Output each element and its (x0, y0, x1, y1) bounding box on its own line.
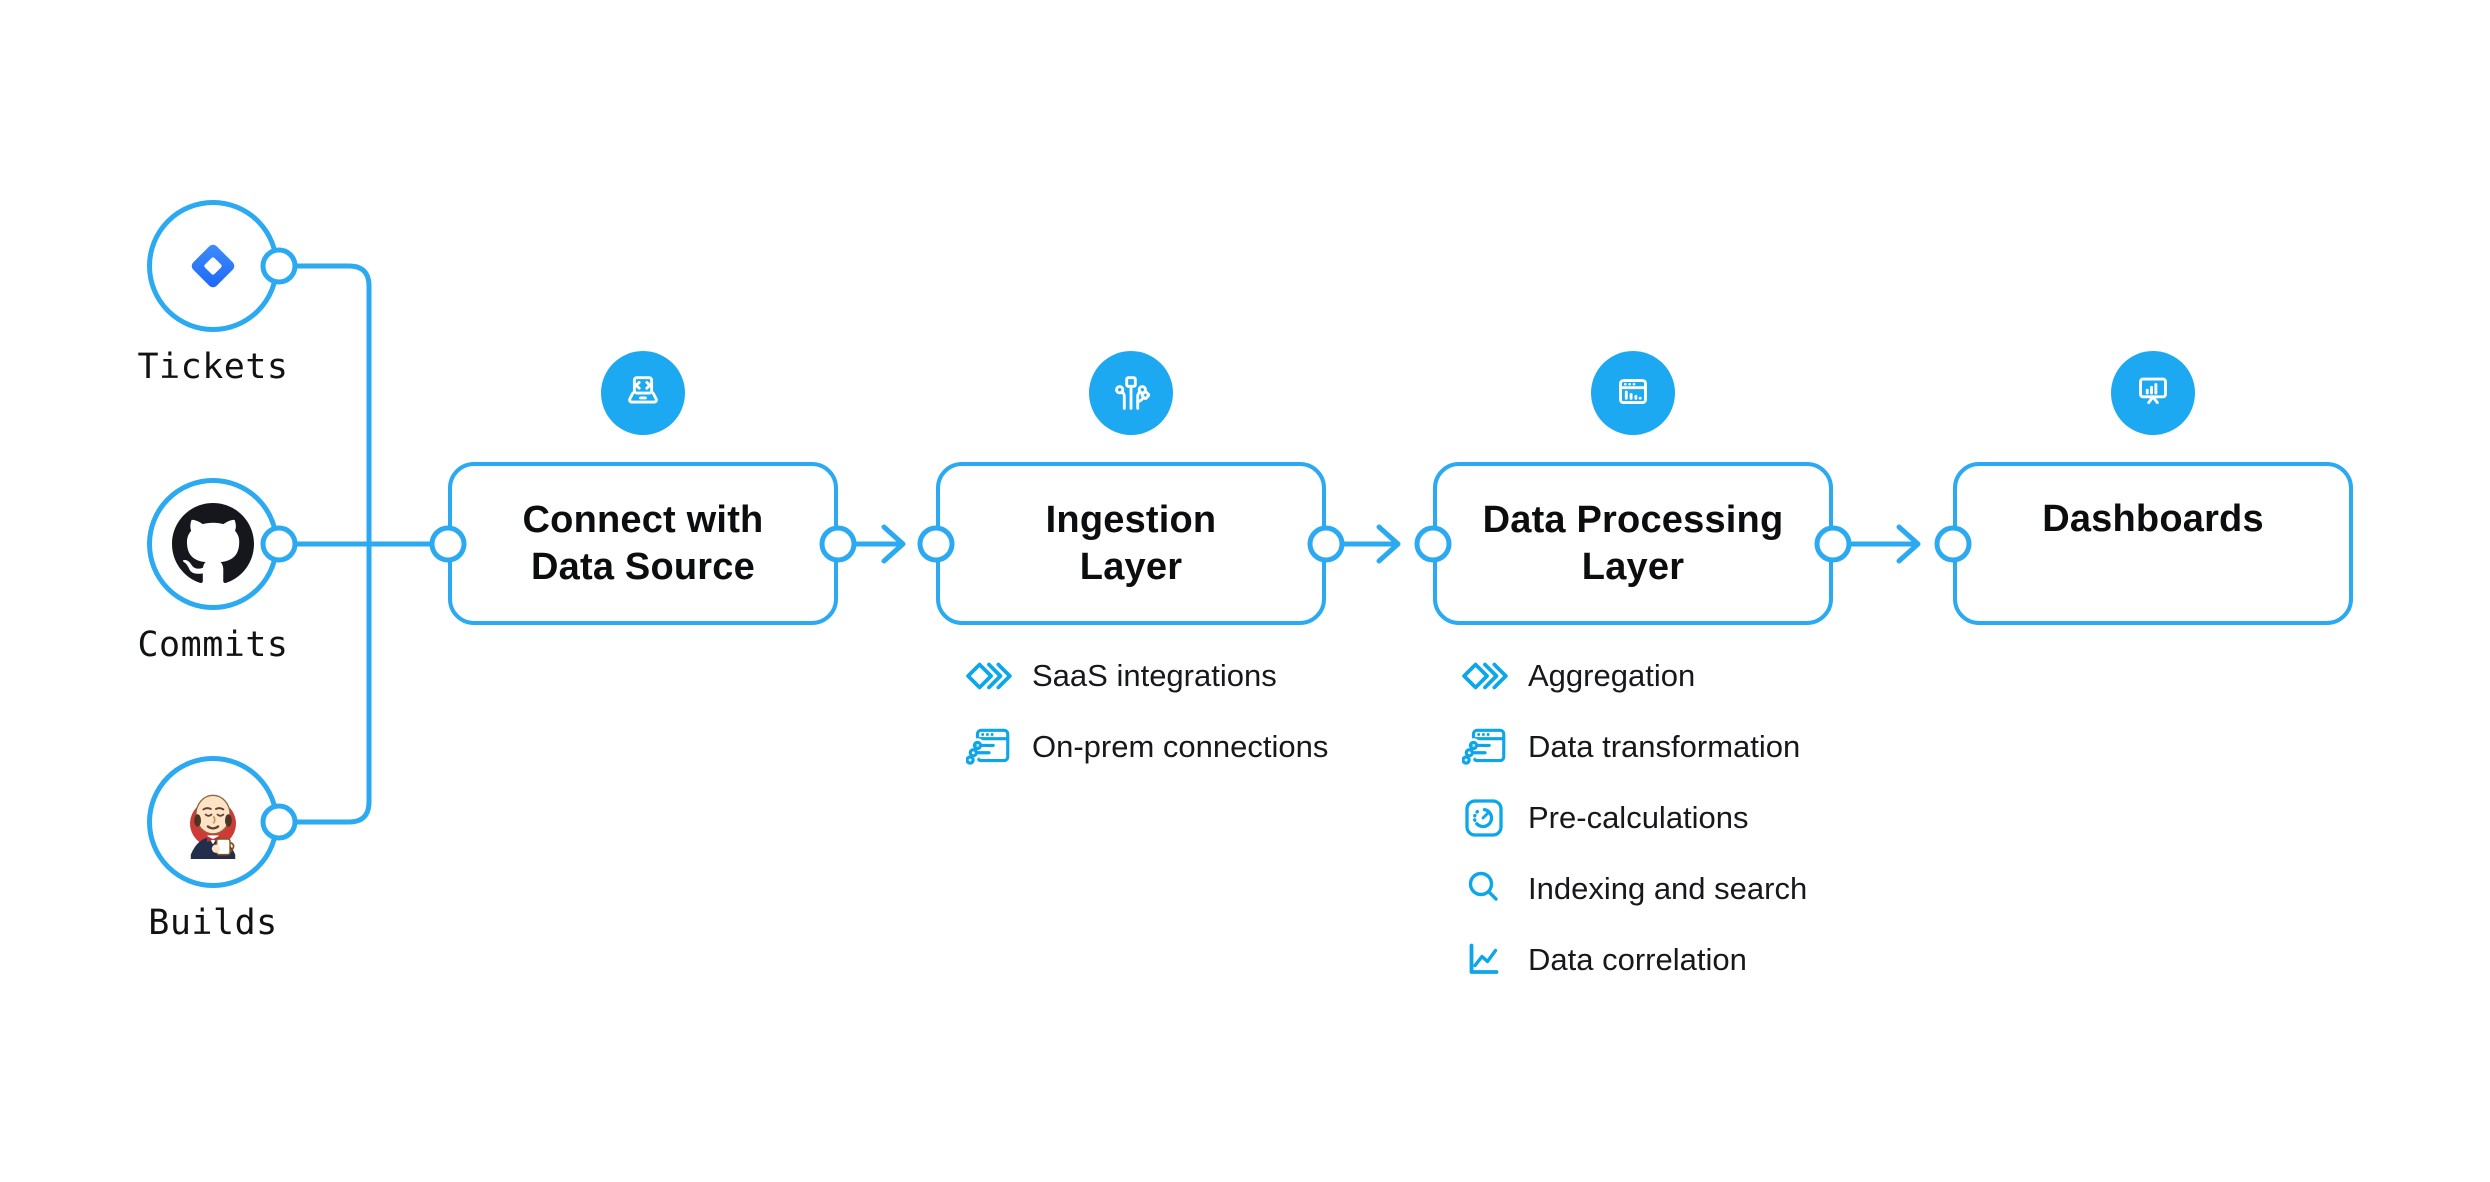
source-tickets-label: Tickets (137, 347, 289, 387)
window-sliders-icon (1462, 726, 1512, 768)
arrowhead-1 (881, 524, 906, 564)
stage-title: Connect with Data Source (522, 498, 764, 588)
jira-icon (191, 244, 235, 288)
stage-box-ingestion-layer: Ingestion Layer (936, 462, 1326, 625)
source-builds-label: Builds (148, 903, 278, 943)
stage-title: Data Processing Layer (1482, 498, 1784, 588)
list-item: Aggregation (1462, 640, 1807, 711)
stage-box-dashboards: Dashboards (1953, 462, 2353, 625)
list-item: Pre-calculations (1462, 782, 1807, 853)
source-commits-circle (147, 478, 279, 610)
list-item-label: On-prem connections (1032, 728, 1329, 764)
list-item: Data transformation (1462, 711, 1807, 782)
ingestion-features-list: SaaS integrations On-prem connections (966, 640, 1328, 782)
processing-features-list: Aggregation Data transformation Pre-calc… (1462, 640, 1807, 995)
stage-title: Ingestion Layer (1045, 498, 1217, 588)
list-item-label: SaaS integrations (1032, 657, 1277, 693)
stacked-diamonds-icon (1462, 655, 1512, 697)
stage2-badge (1089, 351, 1173, 435)
list-item-label: Data transformation (1528, 728, 1801, 764)
github-icon (172, 503, 254, 583)
source-tickets-circle (147, 200, 279, 332)
list-item-label: Data correlation (1528, 941, 1747, 977)
list-item-label: Aggregation (1528, 657, 1696, 693)
list-item: On-prem connections (966, 711, 1328, 782)
arrowhead-2 (1376, 524, 1401, 564)
list-item: SaaS integrations (966, 640, 1328, 711)
stage1-badge (601, 351, 685, 435)
source-builds-circle (147, 756, 279, 888)
stage4-badge (2111, 351, 2195, 435)
search-icon (1462, 867, 1512, 911)
list-item: Data correlation (1462, 924, 1807, 995)
stage-box-connect-data-source: Connect with Data Source (448, 462, 838, 625)
stage3-badge (1591, 351, 1675, 435)
line-chart-icon (1462, 938, 1512, 982)
source-commits-label: Commits (137, 625, 289, 665)
laptop-code-icon (628, 376, 658, 404)
list-item: Indexing and search (1462, 853, 1807, 924)
window-bar-chart-icon (1619, 379, 1647, 405)
jenkins-icon (190, 794, 236, 860)
stage-title: Dashboards (2042, 498, 2264, 540)
gauge-icon (1462, 796, 1512, 840)
list-item-label: Indexing and search (1528, 870, 1808, 906)
stage-box-data-processing-layer: Data Processing Layer (1433, 462, 1833, 625)
window-sliders-icon (966, 726, 1016, 768)
arrowhead-3 (1896, 524, 1921, 564)
presentation-chart-icon (2139, 377, 2167, 405)
circuit-branches-icon (1115, 376, 1151, 410)
stacked-diamonds-icon (966, 655, 1016, 697)
list-item-label: Pre-calculations (1528, 799, 1749, 835)
